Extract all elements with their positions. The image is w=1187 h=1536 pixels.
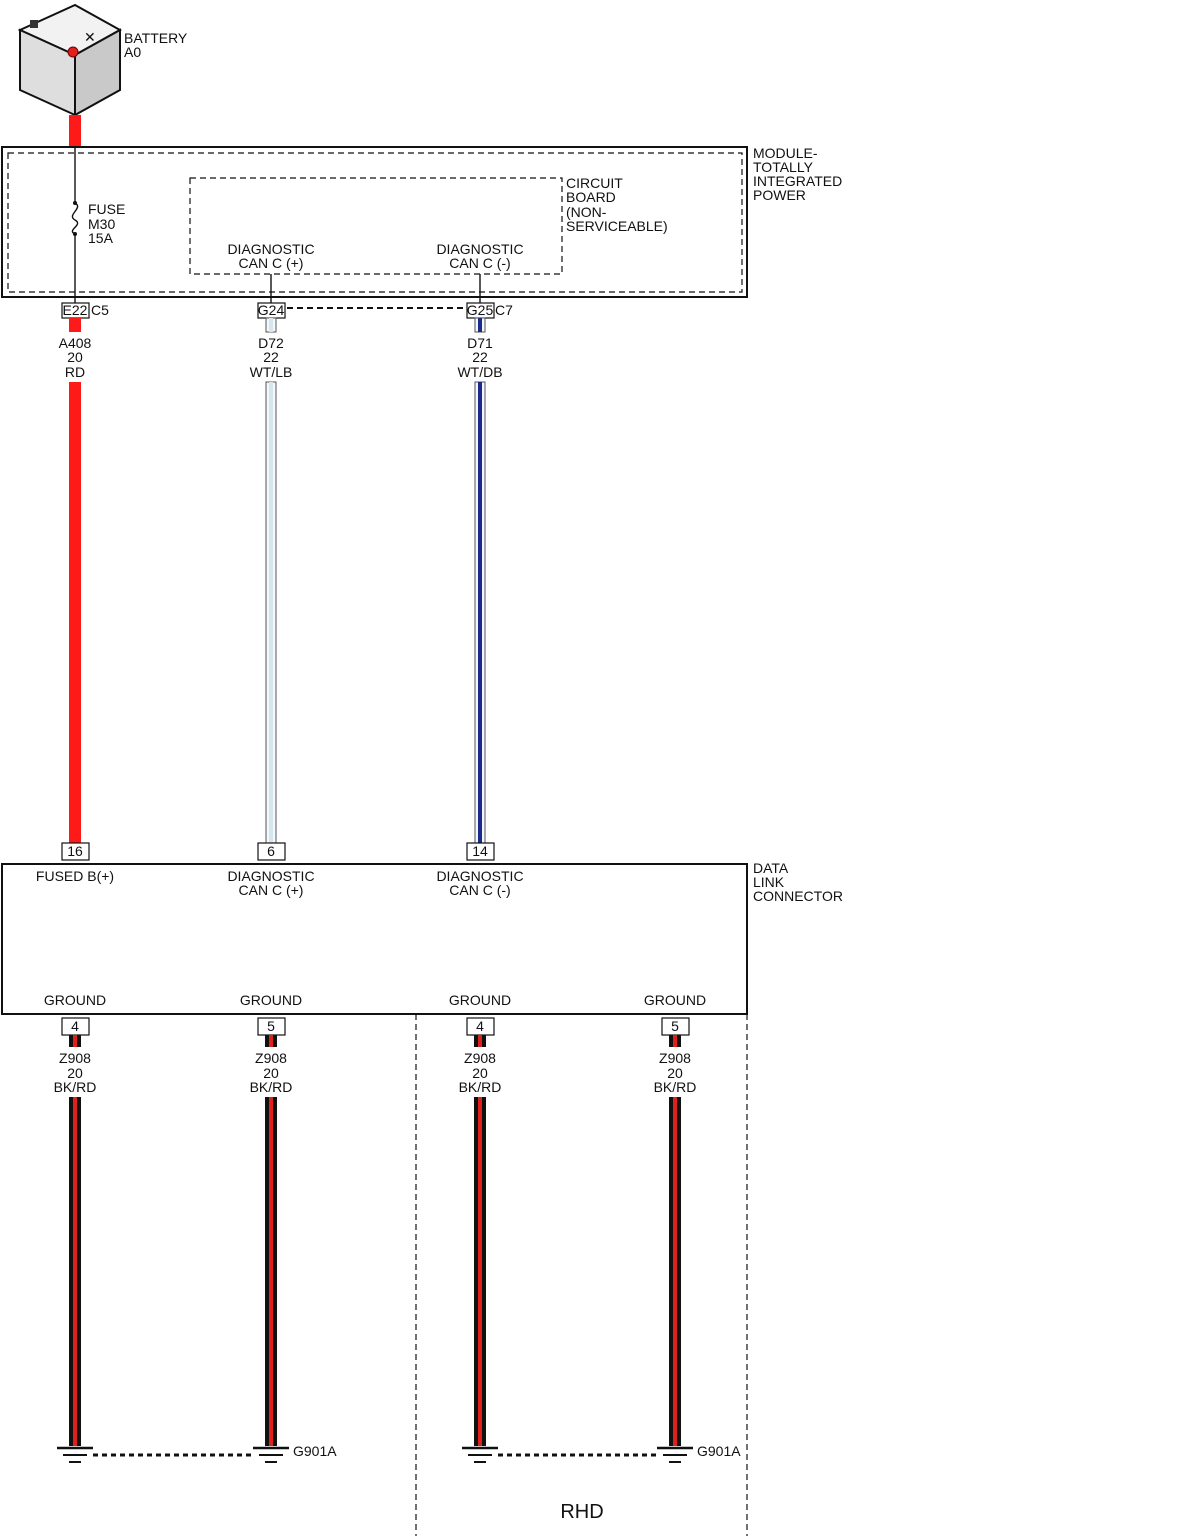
dlc-pin-6-label: 6 [267, 843, 275, 859]
wire-gauge-label: 20 [67, 349, 83, 365]
wire-stub-1 [265, 317, 277, 333]
module-label-4: POWER [753, 187, 806, 203]
dlc-pin-6 [257, 842, 286, 861]
connector-c5-label: C5 [91, 302, 109, 318]
ground-label-4: GROUND [644, 992, 706, 1008]
ground-wire-gauge-label: 20 [667, 1065, 683, 1081]
module-label-2: TOTALLY [753, 159, 814, 175]
dlc-label-2: LINK [753, 874, 785, 890]
dlc-fused-label: FUSED B(+) [36, 868, 114, 884]
module-can-minus-l2: CAN C (-) [449, 255, 510, 271]
ground-wire-gauge-label: 20 [67, 1065, 83, 1081]
fuse-icon [71, 147, 79, 303]
wire-circuit-label: D71 [467, 335, 493, 351]
wire-gauge-label: 22 [472, 349, 488, 365]
battery-icon: ✕ [17, 3, 123, 117]
module-box [1, 146, 748, 298]
wire-stub-0 [69, 318, 81, 332]
circuit-board-box [189, 177, 563, 275]
dlc-can-plus-l1: DIAGNOSTIC [227, 868, 314, 884]
ground-wire-Z908 [265, 1097, 277, 1446]
ground-wire-circuit-label: Z908 [255, 1050, 287, 1066]
ground-wire-Z908 [474, 1097, 486, 1446]
wire-D71 [474, 381, 486, 844]
wire-gauge-label: 22 [263, 349, 279, 365]
wire-color-label: RD [65, 364, 85, 380]
ground-wire-circuit-label: Z908 [659, 1050, 691, 1066]
ground-symbol-icon [253, 1446, 289, 1463]
wire-color-label: WT/DB [457, 364, 502, 380]
dlc-pin-14 [466, 842, 495, 861]
fuse-label-1: FUSE [88, 201, 125, 217]
dlc-can-minus-l1: DIAGNOSTIC [436, 868, 523, 884]
dlc-pin-14-label: 14 [472, 843, 488, 859]
ground-label-2: GROUND [240, 992, 302, 1008]
ground-wire-stub-1 [265, 1035, 277, 1047]
ground-point-label-lhd: G901A [293, 1443, 337, 1459]
ground-point-label-rhd: G901A [697, 1443, 741, 1459]
fuse-label-2: M30 [88, 216, 115, 232]
dlc-can-plus-l2: CAN C (+) [239, 882, 304, 898]
module-can-minus-l1: DIAGNOSTIC [436, 241, 523, 257]
ground-wire-circuit-label: Z908 [59, 1050, 91, 1066]
ground-wire-Z908 [669, 1097, 681, 1446]
svg-text:✕: ✕ [84, 29, 96, 45]
circuit-board-label-4: SERVICEABLE) [566, 218, 668, 234]
module-can-plus-l2: CAN C (+) [239, 255, 304, 271]
ground-label-1: GROUND [44, 992, 106, 1008]
dlc-box [1, 863, 748, 1015]
dlc-ground-pin-5a-label: 5 [267, 1018, 275, 1034]
ground-wire-stub-2 [474, 1035, 486, 1047]
ground-wire-stub-3 [669, 1035, 681, 1047]
dlc-can-minus-l2: CAN C (-) [449, 882, 510, 898]
battery-feed-wire [69, 115, 81, 148]
dlc-label-3: CONNECTOR [753, 888, 843, 904]
module-label-1: MODULE- [753, 145, 818, 161]
ground-wire-color-label: BK/RD [654, 1079, 697, 1095]
dlc-ground-pin-4a-label: 4 [71, 1018, 79, 1034]
dlc-ground-pin-5b-label: 5 [671, 1018, 679, 1034]
dlc-label-1: DATA [753, 860, 789, 876]
dlc-ground-pin-4b-label: 4 [476, 1018, 484, 1034]
connector-c7-label: C7 [495, 302, 513, 318]
wire-color-label: WT/LB [250, 364, 293, 380]
wire-D72 [265, 381, 277, 844]
wire-circuit-label: A408 [59, 335, 92, 351]
ground-symbol-icon [462, 1446, 498, 1463]
battery-id: A0 [124, 44, 141, 60]
ground-symbol-icon [57, 1446, 93, 1463]
circuit-board-label-3: (NON- [566, 204, 607, 220]
module-inner-dashed [7, 152, 743, 293]
ground-wire-circuit-label: Z908 [464, 1050, 496, 1066]
ground-label-3: GROUND [449, 992, 511, 1008]
wire-A408 [69, 382, 81, 843]
ground-wire-gauge-label: 20 [472, 1065, 488, 1081]
ground-wire-color-label: BK/RD [250, 1079, 293, 1095]
module-can-plus-l1: DIAGNOSTIC [227, 241, 314, 257]
fuse-label-3: 15A [88, 230, 114, 246]
ground-wire-stub-0 [69, 1035, 81, 1047]
ground-symbol-icon [657, 1446, 693, 1463]
ground-wire-Z908 [69, 1097, 81, 1446]
dlc-pin-16-label: 16 [67, 843, 83, 859]
wire-stub-2 [474, 317, 486, 333]
connector-e22-label: E22 [63, 302, 88, 318]
ground-wire-color-label: BK/RD [459, 1079, 502, 1095]
ground-wire-gauge-label: 20 [263, 1065, 279, 1081]
battery-name: BATTERY [124, 30, 188, 46]
ground-wires: Z90820BK/RDZ90820BK/RDZ90820BK/RDZ90820B… [54, 1035, 697, 1446]
connector-g25-label: G25 [467, 302, 494, 318]
circuit-board-label-2: BOARD [566, 189, 616, 205]
ground-wire-color-label: BK/RD [54, 1079, 97, 1095]
connector-g24-label: G24 [258, 302, 285, 318]
circuit-board-label-1: CIRCUIT [566, 175, 623, 191]
rhd-label: RHD [560, 1501, 603, 1523]
module-label-3: INTEGRATED [753, 173, 842, 189]
dlc-pin-16 [61, 842, 90, 861]
wire-circuit-label: D72 [258, 335, 284, 351]
